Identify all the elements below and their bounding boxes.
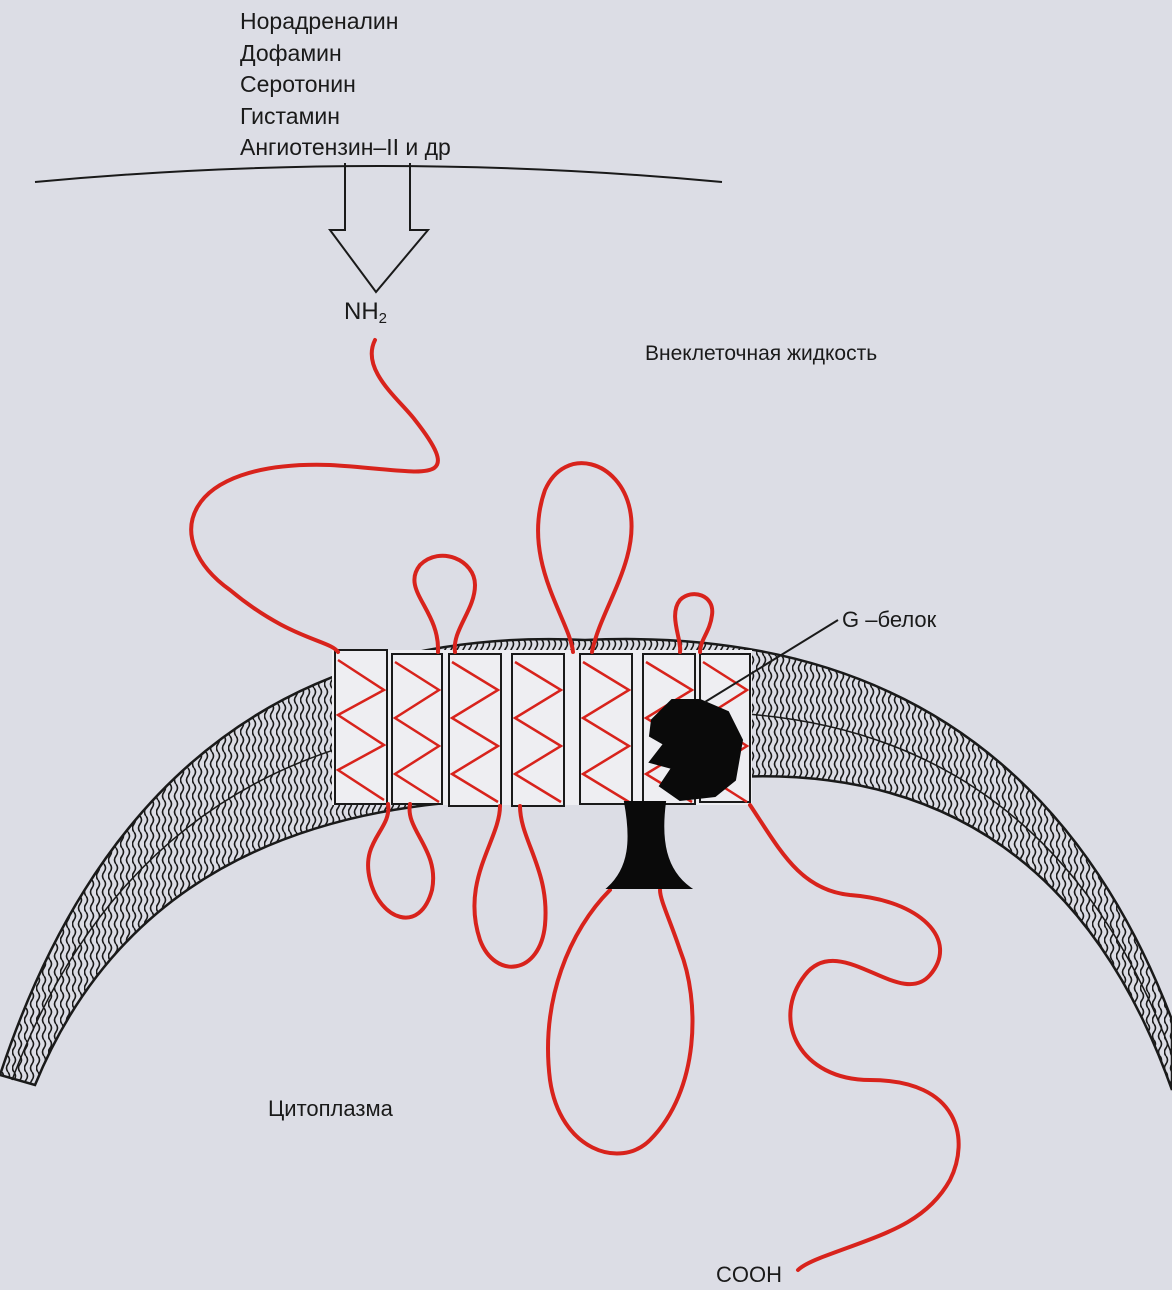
extracellular-loop-2	[538, 463, 632, 652]
intracellular-loop-2	[474, 806, 545, 967]
ligand-arrow	[330, 163, 428, 292]
ligand-item: Дофамин	[240, 38, 451, 70]
cell-surface-line	[35, 166, 722, 182]
n-terminal-tail	[191, 340, 438, 652]
extracellular-label: Внеклеточная жидкость	[645, 342, 877, 366]
c-terminal-tail	[750, 805, 959, 1270]
intracellular-loop-1	[368, 804, 433, 918]
ligand-item: Норадреналин	[240, 6, 451, 38]
g-protein-label: G –белок	[842, 607, 936, 633]
nh2-label: NH2	[344, 298, 387, 327]
extracellular-loop-1	[414, 556, 475, 652]
ligand-list: Норадреналин Дофамин Серотонин Гистамин …	[240, 6, 451, 164]
ligand-item: Серотонин	[240, 69, 451, 101]
ligand-item: Ангиотензин–II и др	[240, 132, 451, 164]
cytoplasm-label: Цитоплазма	[268, 1096, 393, 1122]
intracellular-loop-3	[548, 890, 692, 1154]
ligand-item: Гистамин	[240, 101, 451, 133]
cooh-label: COOH	[716, 1262, 782, 1288]
